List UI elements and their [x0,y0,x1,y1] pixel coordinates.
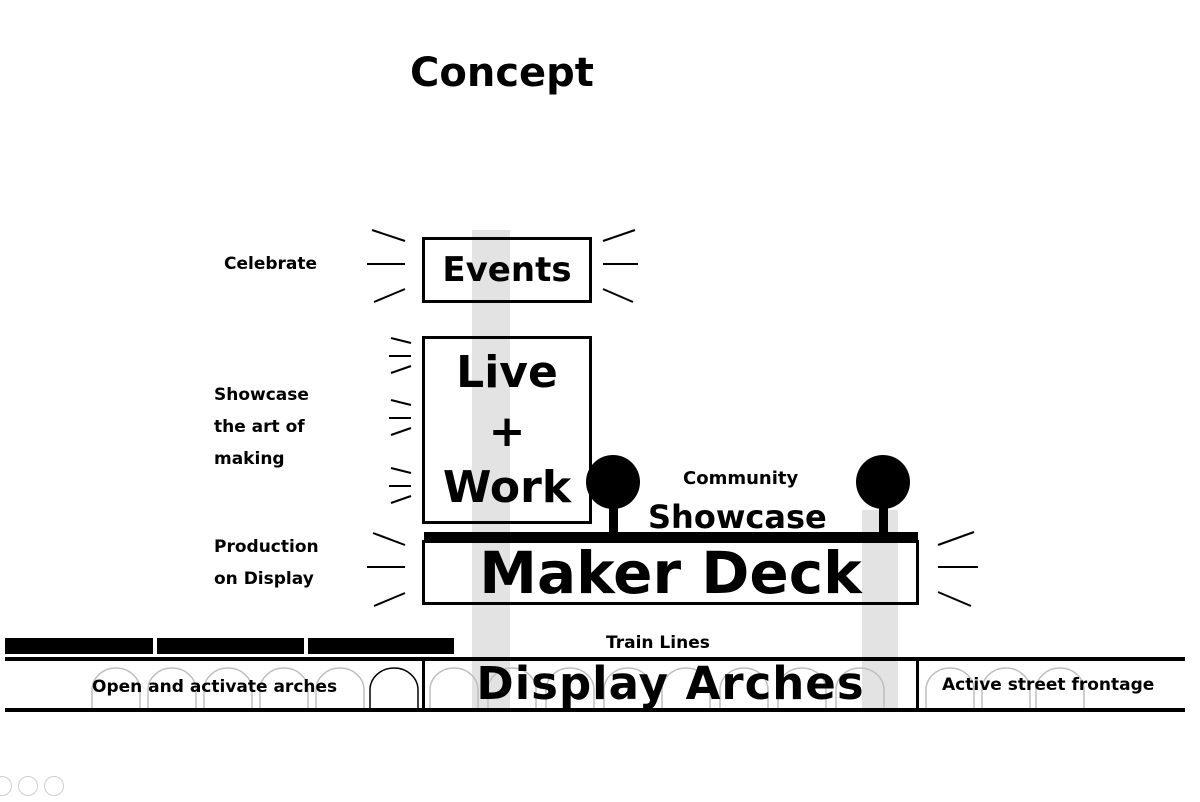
highlight-band-right [862,510,898,708]
viaduct-top-line [5,657,1185,661]
train-bar-1 [5,638,153,654]
tree-right [856,455,910,534]
highlight-band-left [472,230,510,708]
live-work-rays [389,337,412,504]
maker-deck-box [422,540,919,605]
page-title: Concept [410,50,594,96]
live-work-box [422,336,592,524]
celebrate-label: Celebrate [224,254,318,274]
events-box [422,237,592,303]
plus-label: + [488,406,526,457]
tree-left [586,455,640,534]
showcase-art-line-1: Showcase [214,385,309,405]
train-bar-2 [157,638,304,654]
live-label: Live [456,347,558,398]
train-lines-label: Train Lines [606,633,710,653]
events-rays [367,229,638,303]
showcase-label: Showcase [648,498,827,536]
showcase-art-line-3: making [214,449,285,469]
more-options-icon[interactable] [44,776,64,796]
display-arches-label: Display Arches [476,657,865,710]
train-bar-3 [308,638,454,654]
maker-deck-rays [367,531,978,607]
prev-slide-icon[interactable] [0,776,12,796]
community-label: Community [683,468,799,489]
arches [91,667,1085,708]
showcase-art-line-2: the art of [214,417,305,437]
work-label: Work [442,462,572,513]
active-frontage-label: Active street frontage [942,675,1155,695]
viaduct-bottom-line [5,708,1185,712]
production-line-1: Production [214,537,319,557]
maker-deck-label: Maker Deck [479,539,862,607]
events-label: Events [442,250,572,290]
deck-platform [424,532,918,542]
open-arches-label: Open and activate arches [92,677,338,697]
display-arches-box [422,660,919,710]
layout-icon[interactable] [18,776,38,796]
production-line-2: on Display [214,569,314,589]
slide-controls [0,776,64,796]
